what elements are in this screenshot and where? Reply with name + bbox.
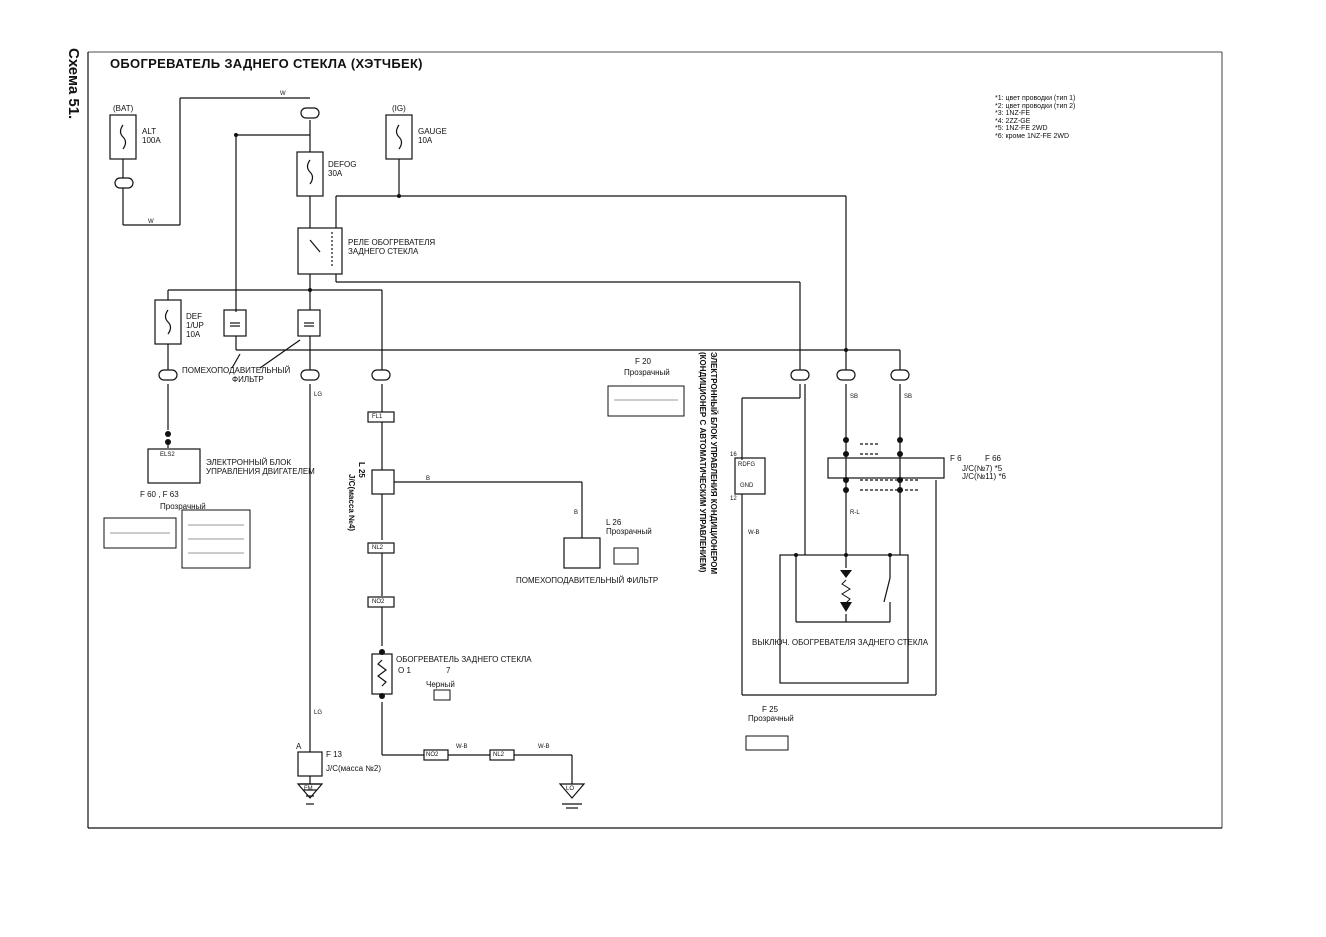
alt-source: (BAT) — [113, 104, 134, 113]
heater-conn-type: Черный — [426, 680, 455, 689]
jc-f6-code: F 6 — [950, 454, 962, 463]
conn-nl2: NL2 — [493, 752, 505, 758]
ac-ecu-label-1: ЭЛЕКТРОННЫЙ БЛОК УПРАВЛЕНИЯ КОНДИЦИОНЕРО… — [709, 352, 718, 575]
wire-lg-2: LG — [314, 710, 323, 716]
defog-fuse-name: DEFOG — [328, 160, 357, 169]
l26-type: Прозрачный — [606, 527, 652, 536]
jc-mass2-code: F 13 — [326, 750, 343, 759]
jc-mass2-pin: A — [296, 742, 302, 751]
ac-ecu-pin-16: 16 — [730, 452, 737, 458]
footnotes: *1: цвет проводки (тип 1) *2: цвет прово… — [995, 95, 1075, 140]
gauge-fuse-rating: 10A — [418, 136, 433, 145]
wire-w-bottom: W — [148, 219, 154, 225]
wire-lg-1: LG — [314, 392, 323, 398]
ac-ecu-gnd: GND — [740, 483, 754, 489]
relay-label-1: РЕЛЕ ОБОГРЕВАТЕЛЯ — [348, 238, 436, 247]
jc-f66-code: F 66 — [985, 454, 1002, 463]
jc-f6-label-2: J/C(№11) *6 — [962, 472, 1006, 481]
note-5: *5: 1NZ-FE 2WD — [995, 125, 1048, 132]
switch-label: ВЫКЛЮЧ. ОБОГРЕВАТЕЛЯ ЗАДНЕГО СТЕКЛА — [752, 638, 929, 647]
diagram-title: ОБОГРЕВАТЕЛЬ ЗАДНЕГО СТЕКЛА (ХЭТЧБЕК) — [110, 56, 423, 71]
filter-label-2: ФИЛЬТР — [232, 375, 264, 384]
ac-ecu-label-2: (КОНДИЦИОНЕР С АВТОМАТИЧЕСКИМ УПРАВЛЕНИЕ… — [698, 352, 707, 573]
defog-fuse-rating: 30A — [328, 169, 343, 178]
ecu-engine-label-1: ЭЛЕКТРОННЫЙ БЛОК — [206, 458, 291, 467]
wire-b-2: B — [574, 510, 579, 516]
heater-label: ОБОГРЕВАТЕЛЬ ЗАДНЕГО СТЕКЛА — [396, 655, 532, 664]
def-fuse-sub: 1/UP — [186, 321, 204, 330]
conn-nl2-mid: NL2 — [372, 545, 384, 551]
f20-code: F 20 — [635, 357, 652, 366]
def-fuse-rating: 10A — [186, 330, 201, 339]
jc-f6-label-1: J/C(№7) *5 — [962, 464, 1003, 473]
jc-mass4-label: J/C(масса №4) — [347, 474, 356, 532]
f20-type: Прозрачный — [624, 368, 670, 377]
l26-code: L 26 — [606, 518, 622, 527]
ecu-engine-label-2: УПРАВЛЕНИЯ ДВИГАТЕЛЕМ — [206, 467, 315, 476]
def-fuse-name: DEF — [186, 312, 202, 321]
jc-mass2-label: J/C(масса №2) — [326, 764, 381, 773]
wire-wb-3: W-B — [748, 530, 760, 536]
conn-fl1: FL1 — [372, 414, 383, 420]
wire-w-top: W — [280, 91, 286, 97]
wire-b-1: B — [426, 476, 431, 482]
switch-conn-code: F 25 — [762, 705, 779, 714]
note-1: *1: цвет проводки (тип 1) — [995, 95, 1076, 102]
ac-ecu-rdfg: RDFG — [738, 462, 755, 468]
filter2-label: ПОМЕХОПОДАВИТЕЛЬНЫЙ ФИЛЬТР — [516, 576, 659, 585]
ground-lo: LO — [566, 786, 575, 792]
note-6: *6: кроме 1NZ-FE 2WD — [995, 132, 1070, 140]
note-4: *4: 2ZZ-GE — [995, 117, 1031, 125]
ecu-engine-code: ELS2 — [160, 452, 175, 458]
note-3: *3: 1NZ-FE — [995, 110, 1031, 117]
wire-wb-2: W-B — [538, 744, 550, 750]
alt-fuse-name: ALT — [142, 127, 157, 136]
ecu-engine-conn-type: Прозрачный — [160, 502, 206, 511]
wire-wb-1: W-B — [456, 744, 468, 750]
gauge-source: (IG) — [392, 104, 406, 113]
wire-sb-1: SB — [850, 394, 859, 400]
ground-fm: FM — [304, 786, 313, 792]
conn-no2: NO2 — [426, 752, 439, 758]
wire-sb-2: SB — [904, 394, 913, 400]
note-2: *2: цвет проводки (тип 2) — [995, 102, 1076, 110]
alt-fuse-rating: 100A — [142, 136, 161, 145]
ecu-engine-connectors: F 60 , F 63 — [140, 490, 179, 499]
jc-mass4-code: L 25 — [357, 462, 366, 478]
conn-no2-mid: NO2 — [372, 599, 385, 605]
filter-label-1: ПОМЕХОПОДАВИТЕЛЬНЫЙ — [182, 366, 291, 375]
heater-conn-a: O 1 — [398, 666, 411, 675]
wire-rl: R-L — [850, 510, 860, 516]
switch-conn-type: Прозрачный — [748, 714, 794, 723]
relay-label-2: ЗАДНЕГО СТЕКЛА — [348, 247, 419, 256]
heater-conn-b: 7 — [446, 666, 451, 675]
ac-ecu-pin-12: 12 — [730, 496, 737, 502]
gauge-fuse-name: GAUGE — [418, 127, 447, 136]
